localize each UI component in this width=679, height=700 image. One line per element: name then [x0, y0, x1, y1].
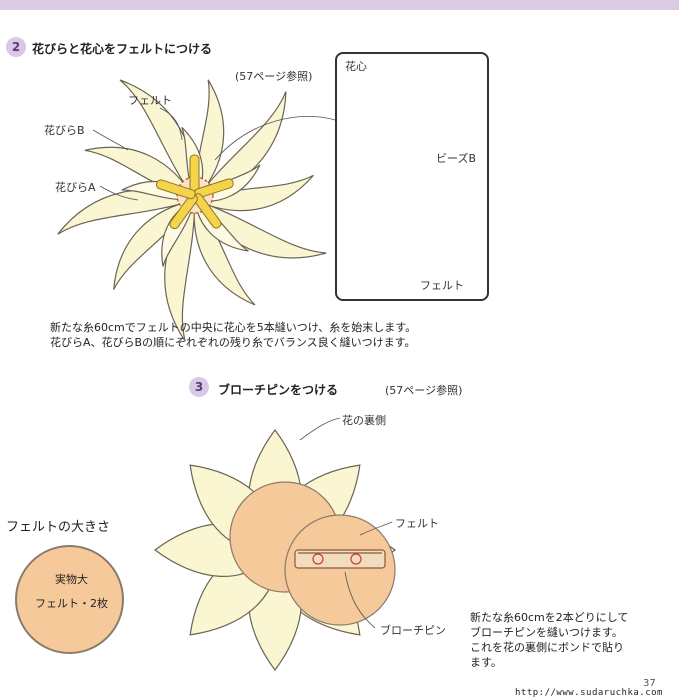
- felt-spec-label: フェルト・2枚: [35, 597, 108, 610]
- petal-b-layer: [57, 79, 327, 342]
- step-2-reference: (57ページ参照): [235, 70, 313, 83]
- label-felt-step3: フェルト: [395, 517, 439, 530]
- label-petal-a: 花びらA: [55, 181, 96, 194]
- felt-size-circle: 実物大 フェルト・2枚: [15, 545, 124, 654]
- flower-step3: [153, 428, 397, 672]
- step-2-instruction-2: 花びらA、花びらBの順にそれぞれの残り糸でバランス良く縫いつけます。: [50, 336, 416, 349]
- label-beads-b: ビーズB: [436, 152, 476, 165]
- label-flower-center: 花心: [345, 60, 367, 73]
- leaders-step3: [299, 417, 393, 629]
- label-brooch-pin: ブローチピン: [380, 624, 446, 637]
- stamens: [155, 154, 234, 230]
- leaders-step2: [92, 107, 336, 201]
- flower-center-detail-box: [335, 52, 489, 301]
- label-petal-b: 花びらB: [44, 124, 85, 137]
- step-3-instruction-4: ます。: [470, 656, 502, 669]
- felt-size-title: フェルトの大きさ: [6, 520, 111, 535]
- label-felt-detail: フェルト: [420, 279, 464, 292]
- step-3-reference: (57ページ参照): [385, 384, 463, 397]
- page-number: 37: [643, 678, 656, 689]
- step-3-instruction-2: ブローチピンを縫いつけます。: [470, 626, 623, 639]
- step-2-title: 花びらと花心をフェルトにつける: [32, 42, 213, 56]
- flower-step2: [57, 79, 327, 342]
- step-2-instruction-1: 新たな糸60cmでフェルトの中央に花心を5本縫いつけ、糸を始末します。: [50, 321, 417, 334]
- step-3-number: 3: [189, 377, 209, 397]
- label-felt-step2: フェルト: [128, 94, 172, 107]
- label-flower-back: 花の裏側: [342, 414, 386, 427]
- step-3-title: ブローチピンをつける: [218, 383, 339, 397]
- top-band: [0, 0, 679, 10]
- watermark-url: http://www.sudaruchka.com: [515, 688, 663, 698]
- felt-scale-label: 実物大: [55, 573, 88, 586]
- step-3-instruction-3: これを花の裏側にボンドで貼り: [470, 641, 624, 654]
- step-2-number: 2: [6, 37, 26, 57]
- step-3-instruction-1: 新たな糸60cmを2本どりにして: [470, 611, 629, 624]
